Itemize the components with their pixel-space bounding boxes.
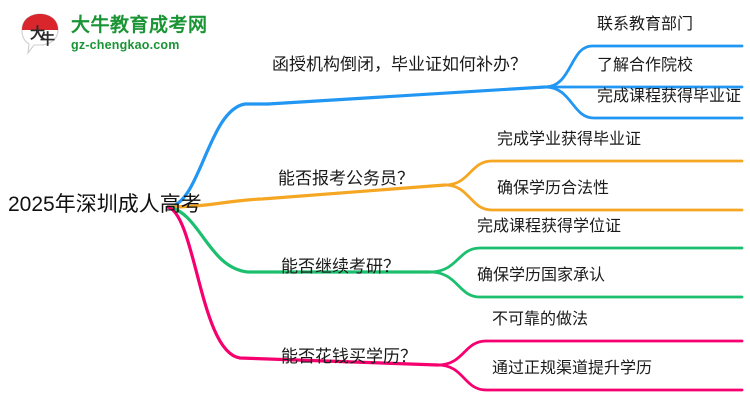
- branch-4-child-connector-1: [436, 339, 744, 367]
- svg-text:牛: 牛: [40, 30, 55, 48]
- branch-3-child-connector-1: [428, 246, 744, 274]
- topic-node-3[interactable]: 能否继续考研？: [281, 257, 400, 276]
- branch-line-3: [166, 205, 432, 274]
- site-logo: 大 牛 大牛教育成考网 gz-chengkao.com: [16, 8, 216, 60]
- leaf-node-1-3[interactable]: 完成课程获得毕业证: [597, 88, 742, 105]
- branch-4-child-connector-2: [436, 363, 744, 392]
- branch-1-child-connector-3: [543, 85, 744, 120]
- logo-mark-icon: 大 牛: [16, 11, 64, 57]
- leaf-node-3-2[interactable]: 确保学历国家承认: [477, 267, 606, 284]
- branch-3-child-connector-2: [428, 270, 744, 299]
- logo-subtitle: gz-chengkao.com: [71, 38, 180, 53]
- leaf-node-4-1[interactable]: 不可靠的做法: [492, 311, 589, 328]
- branch-line-4: [166, 205, 440, 367]
- leaf-node-2-2[interactable]: 确保学历合法性: [497, 180, 610, 197]
- topic-node-4[interactable]: 能否花钱买学历？: [281, 347, 417, 366]
- leaf-node-1-2[interactable]: 了解合作院校: [597, 57, 694, 74]
- branch-1-child-connector-1: [543, 44, 744, 89]
- branch-2-child-connector-2: [443, 183, 744, 212]
- leaf-node-1-1[interactable]: 联系教育部门: [597, 16, 694, 33]
- logo-text-block: 大牛教育成考网 gz-chengkao.com: [71, 16, 208, 52]
- topic-node-1[interactable]: 函授机构倒闭，毕业证如何补办？: [272, 55, 527, 74]
- branch-underline-1: [266, 85, 547, 106]
- branch-2-child-connector-1: [443, 159, 744, 187]
- mindmap-root-node[interactable]: 2025年深圳成人高考: [8, 193, 202, 216]
- svg-text:大: 大: [30, 24, 45, 42]
- topic-node-2[interactable]: 能否报考公务员？: [278, 169, 414, 188]
- branch-line-2: [166, 183, 447, 209]
- logo-title: 大牛教育成考网: [71, 15, 208, 37]
- leaf-node-3-1[interactable]: 完成课程获得学位证: [477, 218, 622, 235]
- branch-line-1: [166, 102, 270, 209]
- leaf-node-2-1[interactable]: 完成学业获得毕业证: [497, 131, 642, 148]
- leaf-node-4-2[interactable]: 通过正规渠道提升学历: [492, 360, 653, 377]
